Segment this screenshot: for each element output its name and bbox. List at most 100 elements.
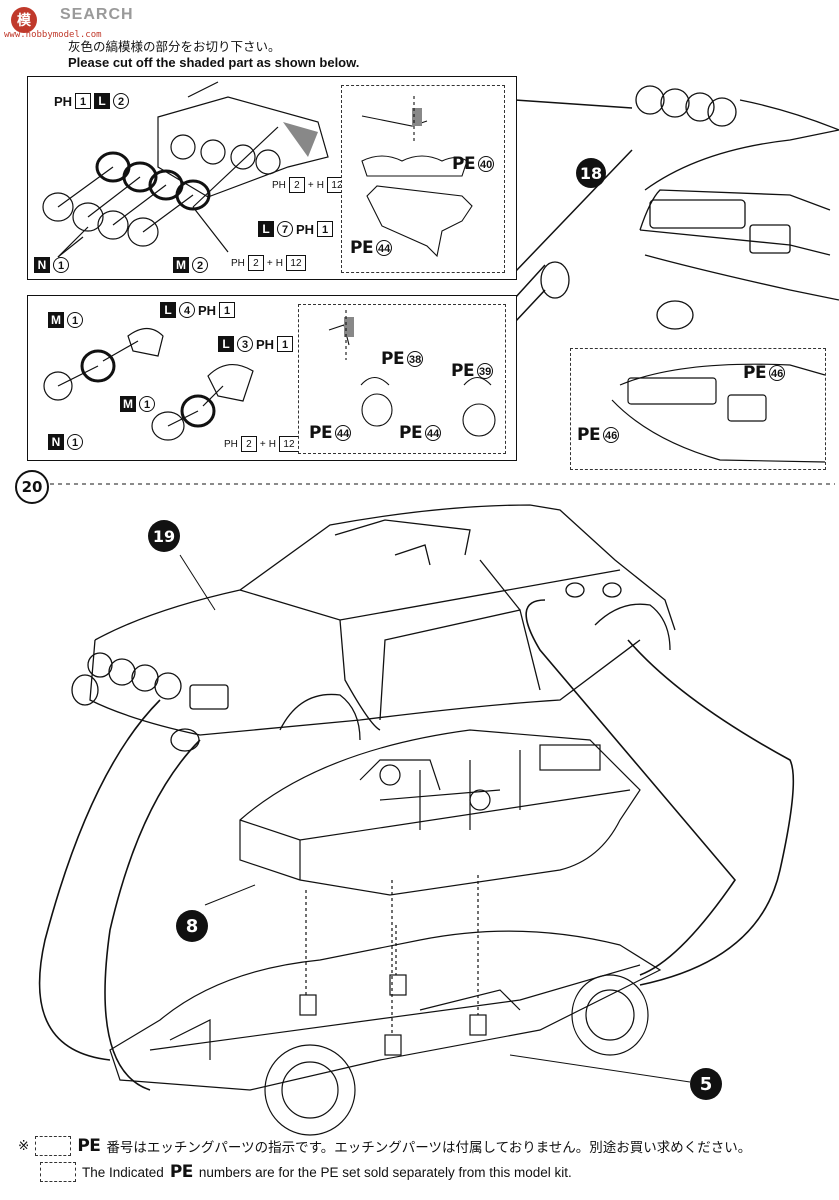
- connector-loop-right-2: [627, 639, 795, 986]
- pe-number: 38: [407, 351, 424, 367]
- part-number: 2: [192, 257, 208, 273]
- connector-line: [514, 264, 546, 299]
- watermark-logo-text: 模: [17, 12, 32, 28]
- label-m1-a: M 1: [48, 312, 83, 328]
- ph-box-num: 1: [317, 221, 334, 237]
- pe-placeholder-box: [40, 1162, 76, 1182]
- label-l4-ph1: L 4 PH 1: [160, 302, 236, 318]
- pe-inset-1-art: [361, 96, 473, 258]
- guide-lines: [305, 875, 479, 1035]
- pe40-label: PE 40: [452, 154, 495, 174]
- step-8-marker: 8: [176, 910, 208, 942]
- pe-mark: PE: [743, 363, 767, 383]
- pe44-label-b: PE 44: [399, 423, 442, 443]
- pe-number: 44: [425, 425, 442, 441]
- connector-line: [514, 289, 546, 323]
- h-label: H: [275, 257, 283, 269]
- pe-number: 46: [603, 427, 620, 443]
- step-19-marker: 19: [148, 520, 180, 552]
- ph-label: PH: [256, 336, 275, 352]
- plus-sign: +: [266, 257, 273, 269]
- watermark-logo: 模: [6, 4, 76, 38]
- connector-loop-right: [525, 599, 737, 976]
- ph-label: PH: [231, 257, 245, 269]
- part-number: 7: [277, 221, 293, 237]
- step-5-marker: 5: [690, 1068, 722, 1100]
- footer-jp-row: ※ PE 番号はエッチングパーツの指示です。エッチングパーツは付属しておりません…: [18, 1136, 751, 1156]
- leader-line-8: [204, 884, 256, 906]
- detail-box-2: M 1 L 4 PH 1 L 3 PH 1 M 1 N 1 PH 2 + H 1…: [27, 295, 517, 461]
- part-number: 1: [53, 257, 69, 273]
- pe-number: 39: [477, 363, 494, 379]
- pe-inset-2: PE 38 PE 39 PE 44 PE 44: [298, 304, 506, 454]
- part-letter: N: [48, 434, 64, 450]
- label-l7-ph1: L 7 PH 1: [258, 221, 334, 237]
- h-box-num: 12: [278, 436, 299, 452]
- plus-sign: +: [259, 438, 266, 450]
- ph-box-num: 1: [75, 93, 92, 109]
- connector-loop-left: [38, 699, 161, 1061]
- ph-box-num: 1: [277, 336, 294, 352]
- part-letter: N: [34, 257, 50, 273]
- pe-mark: PE: [350, 238, 374, 258]
- pe-inset-1: PE 40 PE 44: [341, 85, 505, 273]
- note-mark: ※: [18, 1138, 30, 1153]
- instruction-jp: 灰色の縞模様の部分をお切り下さい。: [68, 40, 281, 54]
- label-n1: N 1: [34, 257, 69, 273]
- connector-line: [514, 149, 633, 273]
- ph-box-num: 1: [219, 302, 236, 318]
- pe44-label: PE 44: [350, 238, 393, 258]
- pe-number: 46: [769, 365, 786, 381]
- pe-mark: PE: [451, 361, 475, 381]
- pe44-label-a: PE 44: [309, 423, 352, 443]
- pe-number: 44: [335, 425, 352, 441]
- connector-line: [514, 99, 633, 109]
- label-l3-ph1: L 3 PH 1: [218, 336, 294, 352]
- part-letter: L: [94, 93, 111, 109]
- footer-jp-text: 番号はエッチングパーツの指示です。エッチングパーツは付属しておりません。別途お買…: [106, 1140, 752, 1155]
- pe-mark: PE: [399, 423, 423, 443]
- footer-en-row: The Indicated PE numbers are for the PE …: [40, 1162, 572, 1182]
- pe-mark: PE: [381, 349, 405, 369]
- footer-en-post: numbers are for the PE set sold separate…: [198, 1164, 572, 1180]
- part-letter: M: [48, 312, 64, 328]
- label-m2: M 2: [173, 257, 208, 273]
- h-label: H: [316, 179, 324, 191]
- label-ph12-c: PH 2 + H 12: [224, 436, 299, 452]
- leader-line-19: [179, 554, 216, 611]
- part-number: 1: [67, 434, 83, 450]
- step-20-marker: 20: [15, 470, 49, 504]
- label-ph12-b: PH 2 + H 12: [231, 255, 306, 271]
- leader-line-5: [509, 1054, 691, 1083]
- ph-label: PH: [198, 302, 217, 318]
- label-n1-b: N 1: [48, 434, 83, 450]
- pe-mark: PE: [77, 1136, 101, 1156]
- car-nose-sketch: [611, 363, 826, 463]
- part-number: 1: [139, 396, 155, 412]
- pe-mark: PE: [309, 423, 333, 443]
- connector-loop-left-2: [104, 739, 201, 1091]
- ph-label: PH: [224, 438, 238, 450]
- car-front-sketch: [540, 85, 839, 330]
- ph-box-num: 2: [247, 255, 264, 271]
- part-letter: L: [218, 336, 234, 352]
- watermark-url: www.hobbymodel.com: [4, 30, 102, 40]
- h-box-num: 12: [285, 255, 306, 271]
- part-number: 2: [113, 93, 130, 109]
- label-ph1-l2: PH 1 L 2: [54, 93, 130, 109]
- part-letter: L: [160, 302, 176, 318]
- pe-placeholder-box: [35, 1136, 72, 1156]
- label-m1-b: M 1: [120, 396, 155, 412]
- pe46-label-b: PE 46: [577, 425, 620, 445]
- watermark-logo-icon: 模: [11, 7, 37, 33]
- h-label: H: [268, 438, 276, 450]
- step-18-marker: 18: [576, 158, 606, 188]
- pe-mark: PE: [577, 425, 601, 445]
- watermark-brand: SEARCH: [60, 6, 134, 23]
- pe46-label-a: PE 46: [743, 363, 786, 383]
- part-number: 3: [237, 336, 253, 352]
- part-letter: M: [173, 257, 189, 273]
- footer-en-pre: The Indicated: [82, 1164, 164, 1180]
- detail-box-1: PH 1 L 2 PH 2 + H 12 L 7 PH 1 N 1 M 2 PH…: [27, 76, 517, 280]
